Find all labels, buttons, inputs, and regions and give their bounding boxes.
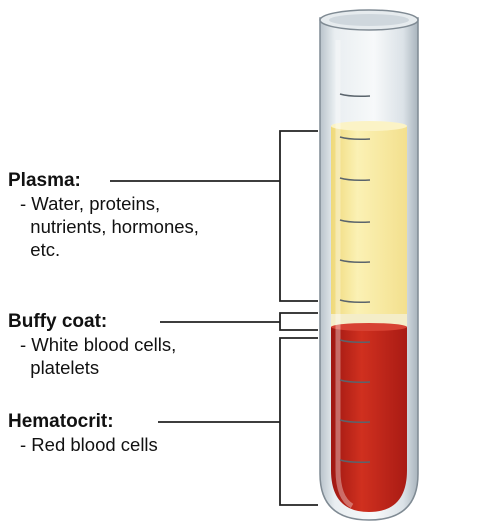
- buffy-coat-detail-2: platelets: [20, 357, 100, 378]
- plasma-detail-2: nutrients, hormones,: [20, 216, 199, 237]
- plasma-bracket: [279, 130, 318, 302]
- graduation-marks: [339, 93, 371, 464]
- hematocrit-heading: Hematocrit:: [8, 411, 114, 432]
- brackets: [110, 130, 318, 506]
- buffy-coat-bracket: [279, 312, 318, 331]
- buffy-coat-detail-1: - White blood cells,: [20, 334, 177, 355]
- red-blood-cell-layer: [331, 327, 407, 512]
- plasma-heading: Plasma:: [8, 170, 81, 191]
- plasma-detail-1: - Water, proteins,: [20, 193, 161, 214]
- buffy-coat-label: Buffy coat: - White blood cells, platele…: [8, 311, 176, 379]
- buffy-coat-heading: Buffy coat:: [8, 311, 108, 332]
- plasma-detail-3: etc.: [20, 239, 61, 260]
- hematocrit-bracket: [279, 337, 318, 506]
- hematocrit-detail-1: - Red blood cells: [20, 434, 158, 455]
- plasma-label: Plasma: - Water, proteins, nutrients, ho…: [8, 170, 199, 261]
- hematocrit-label: Hematocrit: - Red blood cells: [8, 411, 158, 456]
